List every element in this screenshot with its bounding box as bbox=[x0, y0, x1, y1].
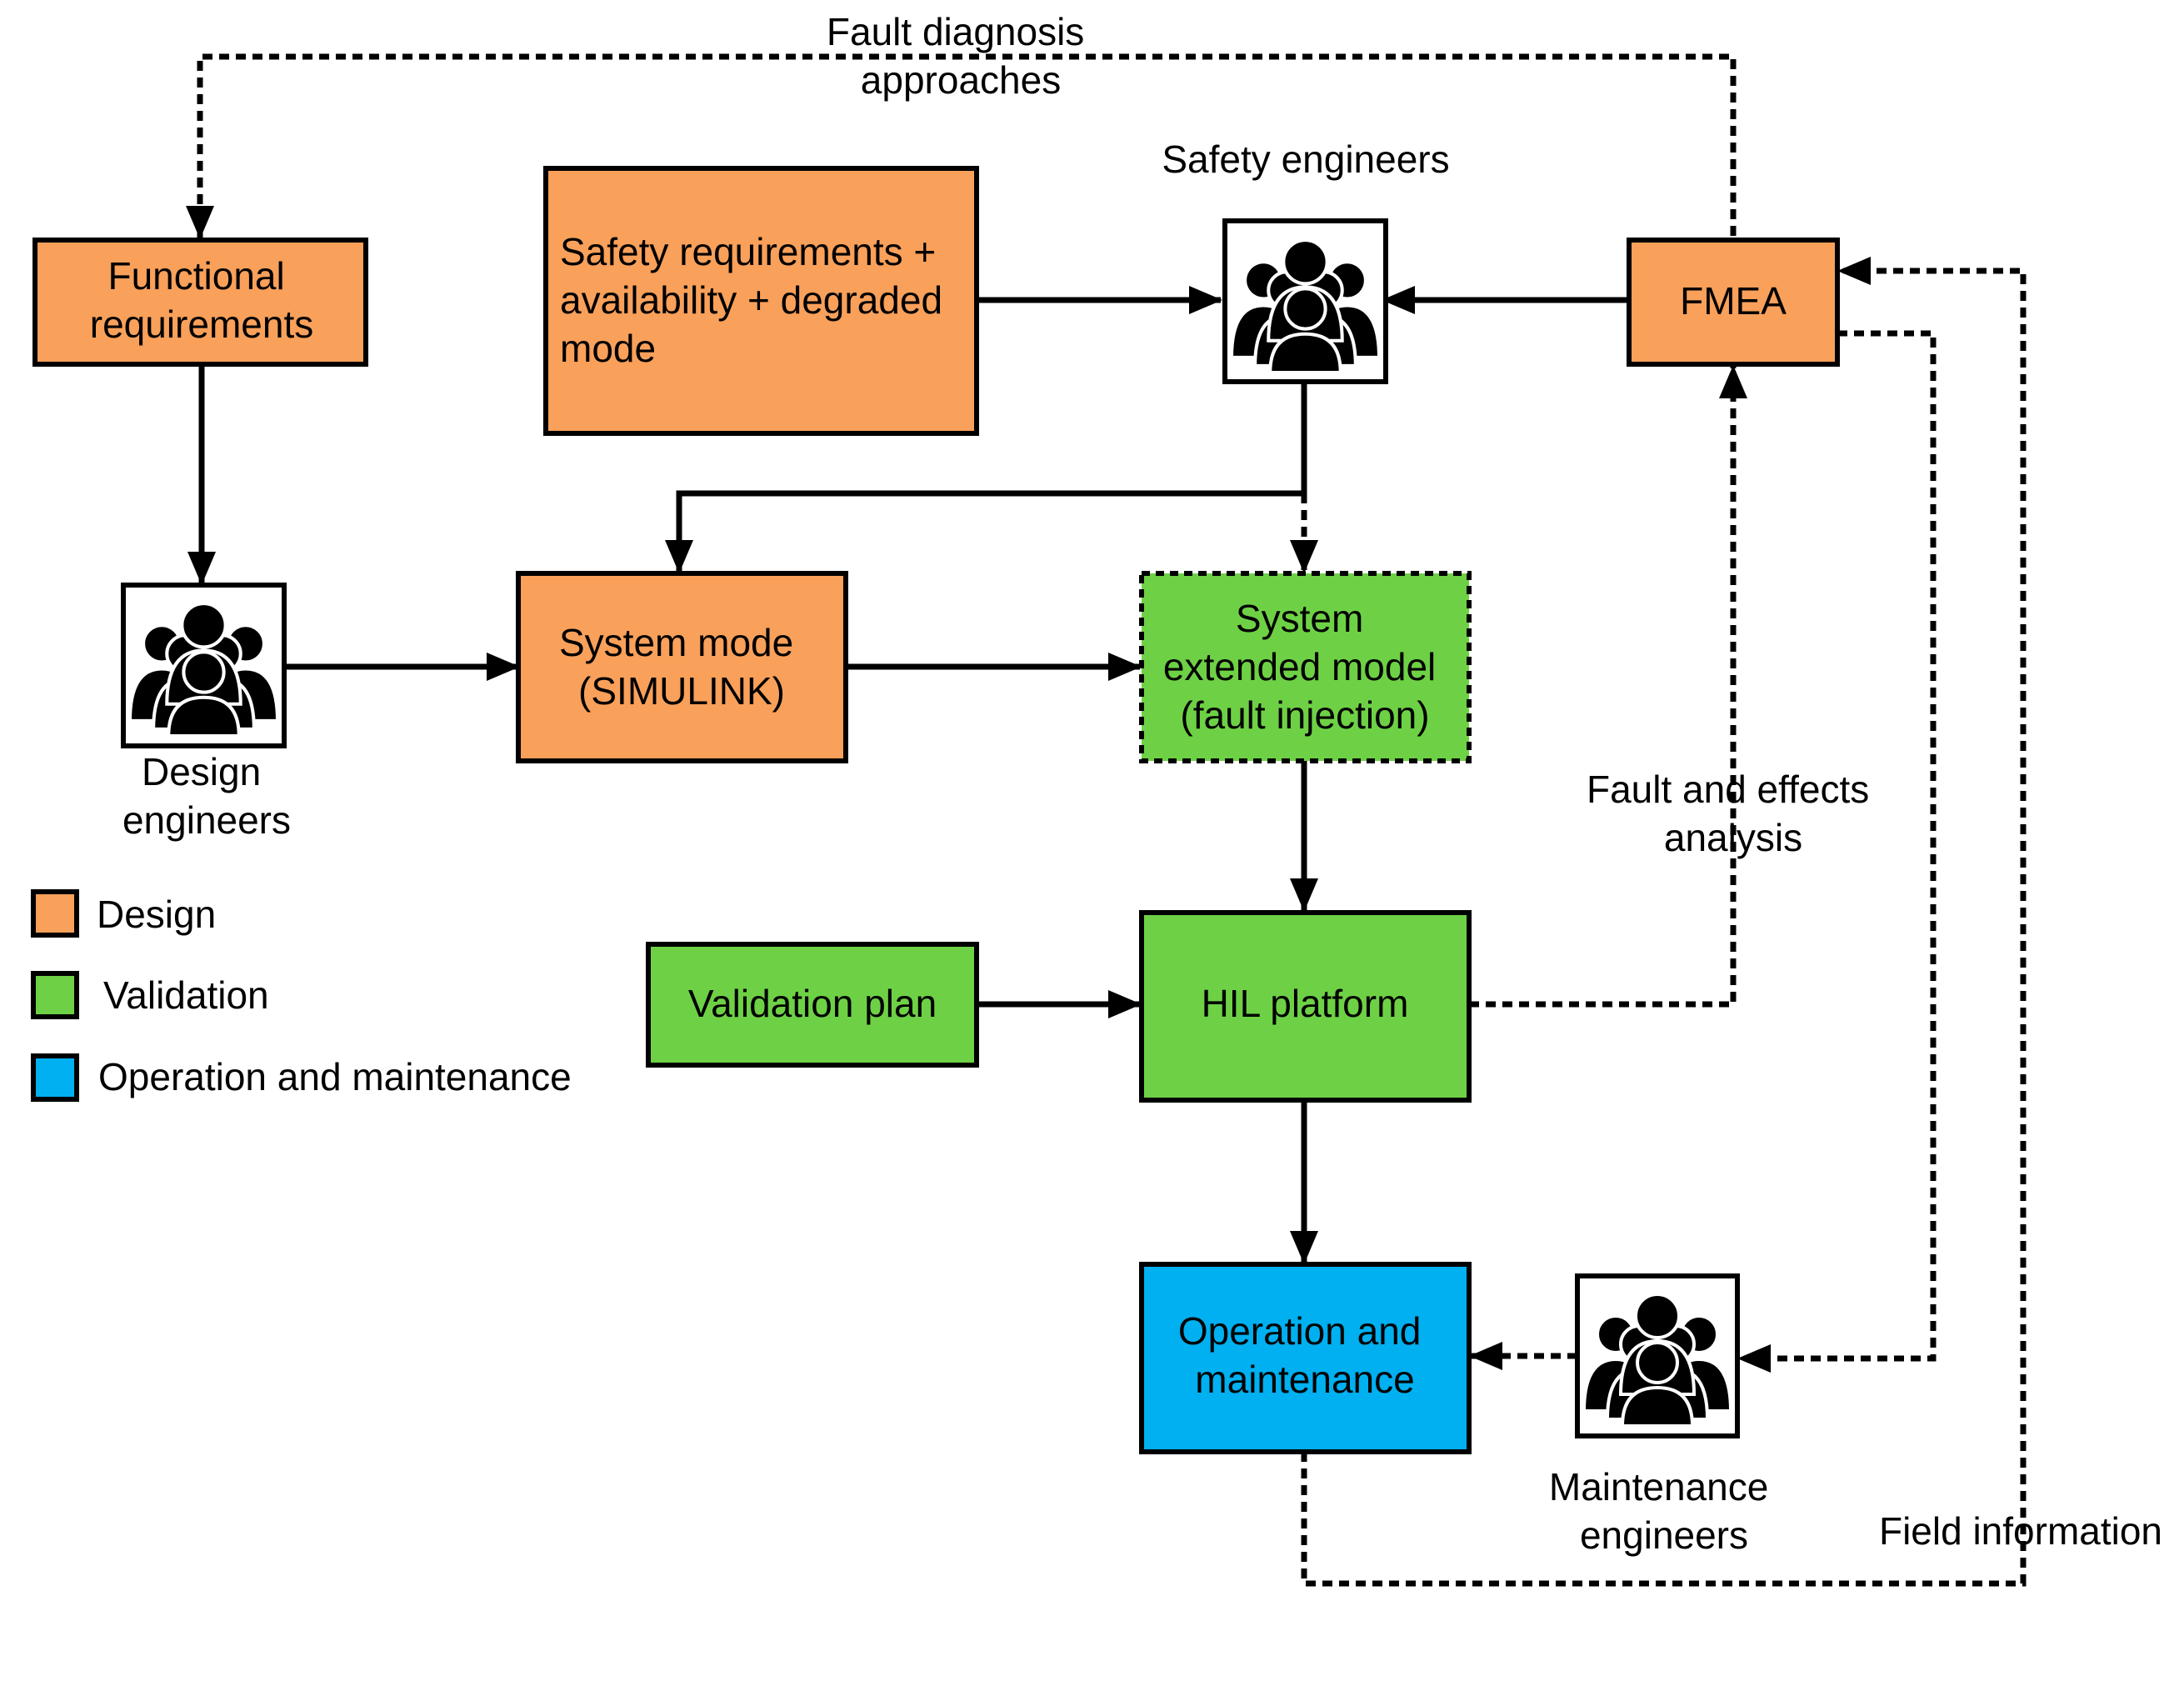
node-label: Safety requirements + availability + deg… bbox=[560, 230, 953, 370]
node-fmea: FMEA bbox=[1627, 238, 1840, 367]
actor-label: Design engineers bbox=[122, 750, 291, 842]
arrow-fmea-to-maintenance-engineers bbox=[1737, 330, 1937, 1373]
node-safety-requirements: Safety requirements + availability + deg… bbox=[543, 166, 979, 436]
annotation-fault-diagnosis: Fault diagnosis approaches bbox=[827, 10, 1095, 102]
node-label: HIL platform bbox=[1202, 982, 1409, 1025]
annotation-fault-effects: Fault and effects analysis bbox=[1587, 768, 1880, 859]
legend-label: Operation and maintenance bbox=[98, 1055, 572, 1098]
legend-item-validation: Validation bbox=[31, 971, 269, 1019]
node-label: Functional requirements bbox=[90, 254, 313, 346]
node-label: FMEA bbox=[1680, 279, 1787, 323]
legend-swatch bbox=[31, 1053, 79, 1102]
arrow-hil-to-fmea bbox=[1469, 365, 1747, 1008]
arrow-operation-to-fmea-field-info bbox=[1301, 257, 2027, 1587]
annotation-field-information: Field information bbox=[1879, 1509, 2162, 1553]
connectors bbox=[186, 53, 2027, 1587]
legend-swatch bbox=[31, 889, 79, 938]
node-label: Validation plan bbox=[688, 982, 937, 1025]
actor-label: Safety engineers bbox=[1162, 138, 1449, 181]
actor-design-engineers: Design engineers bbox=[121, 583, 291, 842]
actor-label: Maintenance engineers bbox=[1549, 1465, 1779, 1557]
node-validation-plan: Validation plan bbox=[646, 942, 979, 1068]
node-system-model: System mode (SIMULINK) bbox=[516, 571, 848, 763]
actor-safety-engineers: Safety engineers bbox=[1162, 138, 1450, 384]
legend-swatch bbox=[31, 971, 79, 1019]
node-label: Operation and maintenance bbox=[1178, 1309, 1432, 1401]
legend-item-operation: Operation and maintenance bbox=[31, 1053, 572, 1102]
legend-item-design: Design bbox=[31, 889, 216, 938]
node-label: System extended model (fault injection) bbox=[1163, 597, 1447, 737]
actor-maintenance-engineers: Maintenance engineers bbox=[1549, 1273, 1779, 1557]
arrow-fmea-to-functional-requirements bbox=[186, 53, 1737, 239]
node-label: System mode (SIMULINK) bbox=[559, 621, 804, 713]
node-hil-platform: HIL platform bbox=[1139, 910, 1472, 1103]
node-system-extended-model: System extended model (fault injection) bbox=[1139, 571, 1472, 763]
node-functional-requirements: Functional requirements bbox=[32, 238, 368, 367]
legend-label: Validation bbox=[103, 973, 269, 1017]
legend: Design Validation Operation and maintena… bbox=[31, 889, 572, 1102]
node-operation-maintenance: Operation and maintenance bbox=[1139, 1262, 1472, 1454]
legend-label: Design bbox=[97, 893, 216, 936]
arrow-safety-engineers-to-system-model bbox=[665, 382, 1307, 573]
